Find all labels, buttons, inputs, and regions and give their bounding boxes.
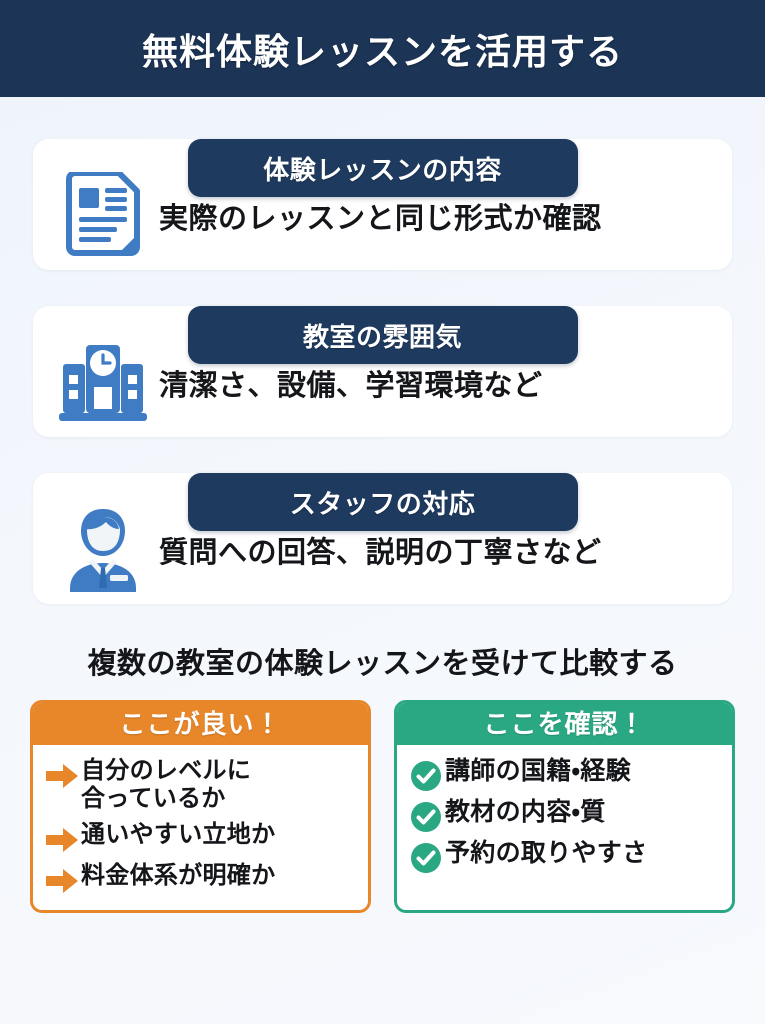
list-item-text: 教材の内容・質 — [445, 798, 606, 828]
card-badge: 教室の雰囲気 — [187, 306, 578, 364]
arrow-right-icon — [43, 866, 81, 896]
document-icon — [57, 170, 149, 262]
list-item-line: 料金体系が明確か — [81, 861, 276, 889]
school-building-icon — [57, 337, 149, 429]
list-item-line: 講師の国籍・経験 — [445, 757, 631, 785]
list-item-line: 通いやすい立地か — [81, 820, 276, 848]
list-item: 予約の取りやすさ — [407, 839, 724, 873]
list-item: 自分のレベルに 合っているか — [43, 757, 360, 814]
list-item-text: 自分のレベルに 合っているか — [81, 757, 251, 814]
card-text: 質問への回答、説明の丁寧さなど — [159, 536, 602, 569]
check-circle-icon — [407, 843, 445, 873]
panel-list: 自分のレベルに 合っているか 通いやすい立地か — [33, 745, 368, 910]
list-item-line: 自分のレベルに — [81, 757, 252, 784]
panel-header-label: ここを確認！ — [483, 709, 646, 739]
list-item-line: 教材の内容・質 — [445, 798, 606, 826]
panel-header: ここが良い！ — [33, 702, 368, 745]
card-badge-label: 教室の雰囲気 — [302, 321, 462, 352]
page-title: 無料体験レッスンを活用する — [141, 30, 623, 72]
comparison-panels: ここが良い！ 自分のレベルに 合っているか — [0, 700, 765, 913]
check-circle-icon — [407, 802, 445, 832]
card-text: 実際のレッスンと同じ形式か確認 — [159, 202, 602, 235]
list-item: 教材の内容・質 — [407, 798, 724, 832]
card-badge-label: 体験レッスンの内容 — [263, 154, 502, 185]
list-item-line: 合っているか — [81, 785, 226, 813]
card-classroom-atmosphere: 教室の雰囲気 — [33, 306, 732, 437]
comparison-heading: 複数の教室の体験レッスンを受けて比較する — [87, 648, 678, 680]
card-badge: スタッフの対応 — [187, 473, 578, 531]
arrow-right-icon — [43, 825, 81, 855]
card-text: 清潔さ、設備、学習環境など — [159, 369, 543, 402]
arrow-right-icon — [43, 761, 81, 791]
list-item: 講師の国籍・経験 — [407, 757, 724, 791]
list-item: 通いやすい立地か — [43, 821, 360, 855]
card-staff-response: スタッフの対応 質問への回答、説明の丁寧さなど — [33, 473, 732, 604]
list-item-text: 予約の取りやすさ — [445, 839, 647, 869]
list-item-text: 通いやすい立地か — [81, 821, 275, 849]
panel-header-label: ここが良い！ — [119, 709, 282, 739]
card-badge: 体験レッスンの内容 — [187, 139, 578, 197]
staff-person-icon — [57, 504, 149, 596]
panel-list: 講師の国籍・経験 教材の内容・質 — [397, 745, 732, 887]
card-badge-label: スタッフの対応 — [289, 488, 476, 519]
list-item-line: 予約の取りやすさ — [445, 839, 648, 867]
panel-good-points: ここが良い！ 自分のレベルに 合っているか — [30, 700, 371, 913]
panel-header: ここを確認！ — [397, 702, 732, 745]
list-item: 料金体系が明確か — [43, 862, 360, 896]
check-circle-icon — [407, 761, 445, 791]
list-item-text: 料金体系が明確か — [81, 862, 275, 890]
card-lesson-content: 体験レッスンの内容 実際のレッスンと同じ形 — [33, 139, 732, 270]
card-section: 体験レッスンの内容 実際のレッスンと同じ形 — [0, 139, 765, 604]
page-header: 無料体験レッスンを活用する — [0, 0, 765, 97]
list-item-text: 講師の国籍・経験 — [445, 757, 631, 787]
panel-check-points: ここを確認！ 講師の国籍・経験 — [394, 700, 735, 913]
